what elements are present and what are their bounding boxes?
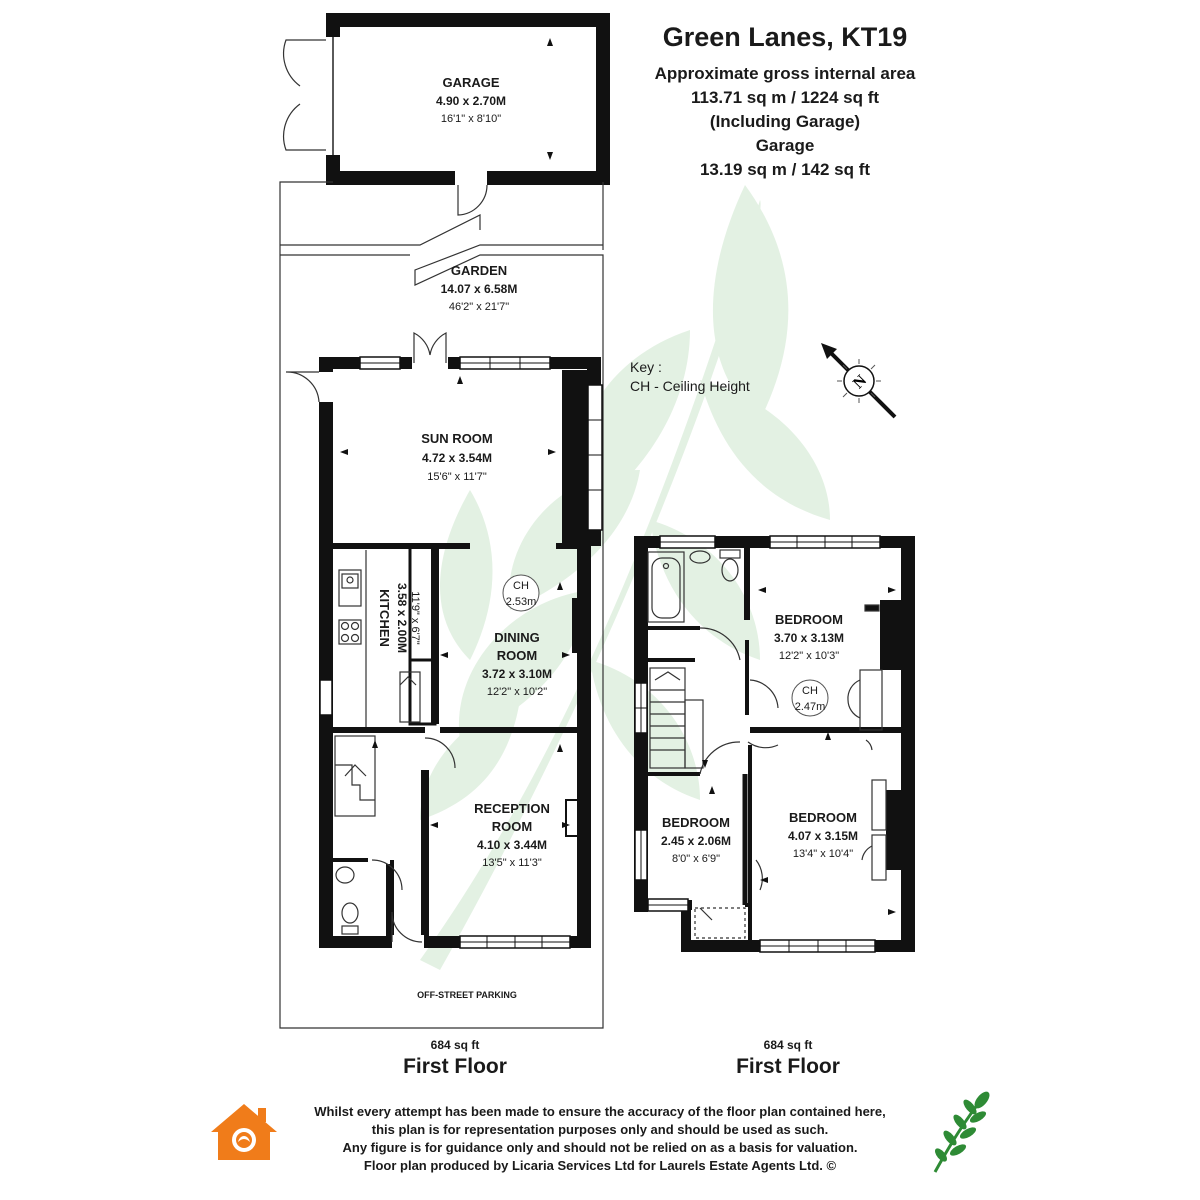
room-sun-room-label: SUN ROOM 4.72 x 3.54M 15'6" x 11'7" [421, 431, 493, 483]
svg-text:4.72 x 3.54M: 4.72 x 3.54M [422, 451, 492, 465]
garage-area: 13.19 sq m / 142 sq ft [699, 160, 871, 179]
room-kitchen-label: KITCHEN [377, 589, 392, 647]
room-bedroom-1-label: BEDROOM 3.70 x 3.13M 12'2" x 10'3" [774, 612, 844, 662]
ch-value: 2.53m [506, 596, 537, 608]
parking-label: OFF-STREET PARKING [417, 990, 517, 1000]
left-floor-name: First Floor [403, 1055, 507, 1078]
svg-text:3.58 x 2.00M: 3.58 x 2.00M [395, 583, 409, 653]
svg-text:13'4" x 10'4": 13'4" x 10'4" [793, 848, 853, 860]
svg-text:11'9" x 6'7": 11'9" x 6'7" [409, 591, 421, 644]
svg-text:12'2" x 10'2": 12'2" x 10'2" [487, 686, 547, 698]
svg-text:DINING: DINING [494, 630, 540, 645]
upper-fittings [647, 549, 887, 939]
disclaimer: Whilst every attempt has been made to en… [290, 1103, 910, 1175]
room-kitchen-dims: 3.58 x 2.00M [395, 583, 409, 653]
svg-text:GARDEN: GARDEN [451, 263, 507, 278]
room-garden-label: GARDEN 14.07 x 6.58M 46'2" x 21'7" [441, 263, 518, 313]
dimension-markers [340, 376, 570, 828]
upper-floor-openings [634, 535, 881, 953]
svg-text:ROOM: ROOM [492, 819, 532, 834]
right-floor-name: First Floor [736, 1055, 840, 1078]
left-floor-area: 684 sq ft [430, 1038, 480, 1052]
svg-text:8'0" x 6'9": 8'0" x 6'9" [672, 853, 720, 865]
garage-block [283, 13, 610, 216]
room-bedroom-2-label: BEDROOM 4.07 x 3.15M 13'4" x 10'4" [788, 810, 858, 860]
right-floor-area: 684 sq ft [763, 1038, 813, 1052]
page-title: Green Lanes, KT19 [662, 22, 908, 52]
leaf-logo-icon [933, 1091, 990, 1173]
leaf-watermark [420, 185, 830, 970]
svg-text:14.07 x 6.58M: 14.07 x 6.58M [441, 282, 518, 296]
area-caption: Approximate gross internal area [654, 64, 916, 83]
svg-text:46'2" x 21'7": 46'2" x 21'7" [449, 301, 509, 313]
disclaimer-line: Any figure is for guidance only and shou… [342, 1140, 858, 1155]
svg-text:4.90 x 2.70M: 4.90 x 2.70M [436, 94, 506, 108]
ground-floor-openings [285, 332, 603, 949]
room-bedroom-3-label: BEDROOM 2.45 x 2.06M 8'0" x 6'9" [661, 815, 731, 865]
ceiling-height-upper: CH 2.47m [791, 679, 829, 717]
room-garage-label: GARAGE 4.90 x 2.70M 16'1" x 8'10" [436, 75, 506, 125]
svg-text:GARAGE: GARAGE [442, 75, 499, 90]
key-title: Key : [630, 359, 662, 375]
svg-text:4.07 x 3.15M: 4.07 x 3.15M [788, 829, 858, 843]
kitchen-fittings [338, 550, 421, 727]
ceiling-height-ground: CH 2.53m [502, 574, 540, 612]
svg-text:16'1" x 8'10": 16'1" x 8'10" [441, 113, 501, 125]
upper-markers [702, 587, 896, 915]
svg-text:4.10 x 3.44M: 4.10 x 3.44M [477, 838, 547, 852]
svg-text:BEDROOM: BEDROOM [789, 810, 857, 825]
svg-text:BEDROOM: BEDROOM [662, 815, 730, 830]
svg-text:KITCHEN: KITCHEN [377, 589, 392, 647]
ground-stairs [334, 735, 376, 817]
room-reception-label: RECEPTION ROOM 4.10 x 3.44M 13'5" x 11'3… [474, 801, 550, 869]
svg-text:3.72 x 3.10M: 3.72 x 3.10M [482, 667, 552, 681]
svg-text:12'2" x 10'3": 12'2" x 10'3" [779, 650, 839, 662]
compass-icon: N [821, 343, 897, 419]
house-logo-icon [211, 1104, 277, 1160]
total-area: 113.71 sq m / 1224 sq ft [690, 88, 880, 107]
svg-text:RECEPTION: RECEPTION [474, 801, 550, 816]
svg-text:SUN ROOM: SUN ROOM [421, 431, 493, 446]
ch-value: 2.47m [795, 701, 826, 713]
ch-label: CH [802, 685, 818, 697]
ch-label: CH [513, 580, 529, 592]
svg-text:15'6" x 11'7": 15'6" x 11'7" [427, 471, 487, 483]
disclaimer-line: Whilst every attempt has been made to en… [314, 1104, 886, 1119]
key-ceiling-height: CH - Ceiling Height [630, 378, 750, 394]
disclaimer-line: Floor plan produced by Licaria Services … [363, 1158, 837, 1173]
ground-wc [335, 866, 359, 935]
svg-text:2.45 x 2.06M: 2.45 x 2.06M [661, 834, 731, 848]
garage-caption: Garage [755, 136, 815, 155]
svg-text:3.70 x 3.13M: 3.70 x 3.13M [774, 631, 844, 645]
svg-text:13'5" x 11'3": 13'5" x 11'3" [482, 857, 542, 869]
room-dining-label: DINING ROOM 3.72 x 3.10M 12'2" x 10'2" [482, 630, 552, 698]
svg-text:BEDROOM: BEDROOM [775, 612, 843, 627]
room-kitchen-dims-imperial: 11'9" x 6'7" [409, 591, 421, 644]
garden-outline [279, 181, 604, 1029]
including-garage: (Including Garage) [709, 112, 861, 131]
svg-text:ROOM: ROOM [497, 648, 537, 663]
disclaimer-line: this plan is for representation purposes… [371, 1122, 829, 1137]
